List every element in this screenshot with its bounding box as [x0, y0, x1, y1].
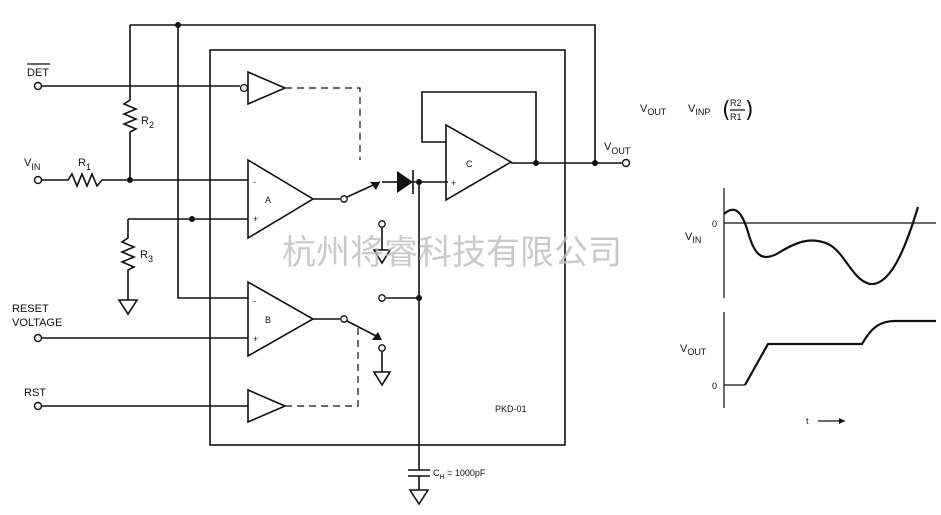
vout-graph: 0 VOUT t	[680, 312, 936, 426]
switch-b-arrow	[372, 332, 382, 340]
diode-icon	[397, 171, 413, 193]
vin-terminal	[33, 175, 43, 185]
r2-label: R2	[141, 115, 154, 130]
switch-b-arm	[346, 320, 381, 339]
amp-b-plus: +	[253, 334, 258, 344]
switch-a-contact	[340, 195, 348, 203]
time-axis-label: t	[806, 416, 809, 426]
switch-a-ground-contact	[378, 220, 386, 228]
reset-label-2: VOLTAGE	[12, 317, 62, 329]
vin-label: VIN	[24, 157, 40, 172]
r3-resistor	[119, 219, 137, 300]
svg-text:R1: R1	[730, 112, 742, 122]
r3-label: R3	[140, 249, 153, 264]
svg-text:): )	[745, 98, 754, 123]
svg-text:VOUT: VOUT	[640, 103, 667, 117]
hold-capacitor-icon	[408, 469, 430, 477]
top-feedback-wire	[130, 24, 596, 163]
vin-waveform	[723, 206, 920, 286]
amplifier-c-label: C	[466, 159, 473, 169]
vout-graph-label: VOUT	[680, 343, 707, 357]
det-buffer-bubble	[239, 83, 249, 93]
rst-terminal	[33, 401, 43, 411]
reset-voltage-terminal	[33, 333, 43, 343]
amplifier-b	[247, 280, 315, 358]
r2-resistor	[121, 92, 139, 180]
amplifier-a-label: A	[265, 195, 271, 205]
vout-terminal	[621, 158, 631, 168]
transfer-formula: VOUT VINP ( R2 R1 )	[640, 98, 754, 123]
junction-r3	[189, 216, 195, 222]
watermark: 杭州将睿科技有限公司	[282, 233, 622, 273]
vin-graph: 0 VIN	[685, 188, 936, 298]
switch-a-ground-icon	[372, 249, 392, 265]
junction-vout	[592, 160, 598, 166]
cap-ground-icon	[408, 489, 430, 506]
switch-b-ground-icon	[372, 371, 392, 387]
vout-graph-zero: 0	[712, 381, 717, 391]
switch-b-upper-contact	[378, 294, 386, 302]
amplifier-b-label: B	[265, 315, 271, 325]
amp-c-feedback	[421, 91, 537, 163]
rst-label: RST	[24, 387, 46, 399]
chip-outline	[209, 49, 566, 446]
switch-a-arrow	[370, 182, 380, 190]
time-arrow-head	[839, 418, 845, 424]
switch-b-contact	[340, 315, 348, 323]
vout-waveform	[744, 319, 936, 386]
b-feedback-wire	[177, 25, 248, 299]
rst-control-dashed	[285, 325, 359, 407]
r3-ground-icon	[117, 299, 139, 316]
svg-text:R2: R2	[730, 98, 742, 108]
r1-resistor	[42, 171, 248, 189]
r1-label: R1	[78, 157, 91, 172]
vin-graph-zero: 0	[712, 219, 717, 229]
amplifier-c	[445, 123, 513, 202]
vin-graph-label: VIN	[685, 231, 701, 245]
svg-text:VINP: VINP	[688, 103, 710, 117]
det-label: DET	[27, 67, 49, 79]
junction-c-out	[533, 160, 539, 166]
amp-c-plus: +	[451, 178, 456, 188]
rst-buffer	[247, 388, 288, 424]
amp-a-minus: -	[253, 177, 256, 187]
amp-a-plus: +	[253, 214, 258, 224]
det-buffer	[247, 70, 288, 106]
junction-vin	[127, 177, 133, 183]
det-control-dashed	[285, 87, 361, 160]
switch-b-lower-contact	[378, 344, 386, 352]
reset-label-1: RESET	[12, 303, 49, 315]
vout-label: VOUT	[604, 141, 631, 156]
chip-label: PKD-01	[495, 404, 527, 414]
cap-label: CH = 1000pF	[433, 468, 486, 481]
svg-text:(: (	[722, 98, 731, 123]
amplifier-a	[247, 158, 315, 240]
amp-b-minus: -	[253, 296, 256, 306]
det-terminal	[33, 81, 43, 91]
